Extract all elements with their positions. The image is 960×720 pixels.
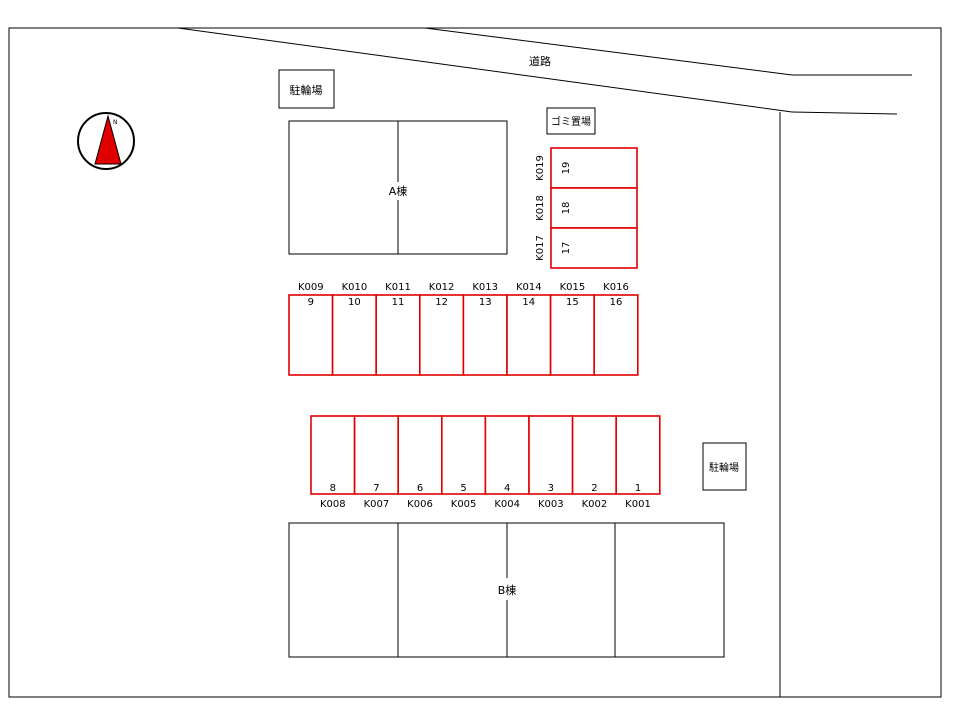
stall-code: K018: [535, 195, 546, 221]
stall-code: K012: [429, 282, 455, 293]
stall-number: 6: [417, 483, 423, 494]
stall-number: 12: [435, 297, 448, 308]
stall-number: 9: [308, 297, 314, 308]
stall-code: K009: [298, 282, 324, 293]
building-b: B棟: [288, 522, 725, 658]
stall-number: 7: [373, 483, 379, 494]
garbage-area: ゴミ置場: [546, 107, 596, 135]
stall-number: 17: [561, 242, 572, 255]
stall-code: K011: [385, 282, 411, 293]
map-frame: [8, 27, 942, 698]
stall-code: K017: [535, 235, 546, 261]
stall-number: 3: [548, 483, 554, 494]
stall-number: 15: [566, 297, 579, 308]
stall-number: 1: [635, 483, 641, 494]
bike-parking-top: 駐輪場: [278, 69, 335, 109]
stall-code: K016: [603, 282, 629, 293]
garbage-area-label: ゴミ置場: [551, 115, 591, 128]
stall-code: K001: [625, 499, 651, 510]
stall-code: K010: [342, 282, 368, 293]
bike-parking-right-label: 駐輪場: [709, 461, 739, 474]
north-compass: N: [77, 112, 135, 170]
stall-number: 5: [460, 483, 466, 494]
road-label: 道路: [529, 54, 551, 68]
stall-number: 2: [591, 483, 597, 494]
bike-parking-right: 駐輪場: [702, 442, 747, 491]
stall-number: 11: [392, 297, 405, 308]
stall-code: K006: [407, 499, 433, 510]
parking-stall: [550, 227, 638, 269]
bike-parking-top-label: 駐輪場: [290, 83, 323, 97]
road: 道路: [177, 27, 912, 697]
parking-column-side: 19 K019 18 K018 17 K017: [535, 147, 638, 269]
stall-code: K002: [582, 499, 608, 510]
stall-code: K008: [320, 499, 346, 510]
north-arrow-icon: [94, 114, 122, 165]
stall-code: K007: [364, 499, 390, 510]
parking-stall: [615, 415, 661, 495]
stall-number: 19: [561, 162, 572, 175]
building-a: A棟: [288, 120, 508, 255]
parking-stall: [331, 294, 378, 376]
stall-code: K015: [560, 282, 586, 293]
stall-code: K004: [494, 499, 520, 510]
stall-number: 16: [610, 297, 623, 308]
parking-stall: [375, 294, 421, 376]
parking-row-top: K009 9 K010 10 K011 11 K012 12 K013 13 K014 14 K015 1…: [288, 282, 639, 376]
stall-number: 13: [479, 297, 492, 308]
parking-stall: [310, 415, 356, 495]
stall-number: 4: [504, 483, 510, 494]
stall-number: 8: [330, 483, 336, 494]
building-a-label: A棟: [389, 184, 408, 198]
north-label: N: [113, 119, 118, 126]
stall-number: 14: [522, 297, 535, 308]
parking-stall: [550, 147, 638, 189]
stall-code: K003: [538, 499, 564, 510]
stall-code: K005: [451, 499, 477, 510]
stall-code: K014: [516, 282, 542, 293]
stall-number: 10: [348, 297, 361, 308]
stall-code: K013: [472, 282, 498, 293]
parking-stall: [418, 294, 465, 376]
parking-stall: [506, 294, 552, 376]
parking-stall: [571, 415, 617, 495]
stall-code: K019: [535, 155, 546, 181]
stall-number: 18: [561, 202, 572, 215]
parking-stall: [462, 294, 508, 376]
parking-stall: [353, 415, 400, 495]
parking-stall: [288, 294, 334, 376]
building-b-label: B棟: [498, 583, 517, 597]
parking-stall: [593, 294, 639, 376]
